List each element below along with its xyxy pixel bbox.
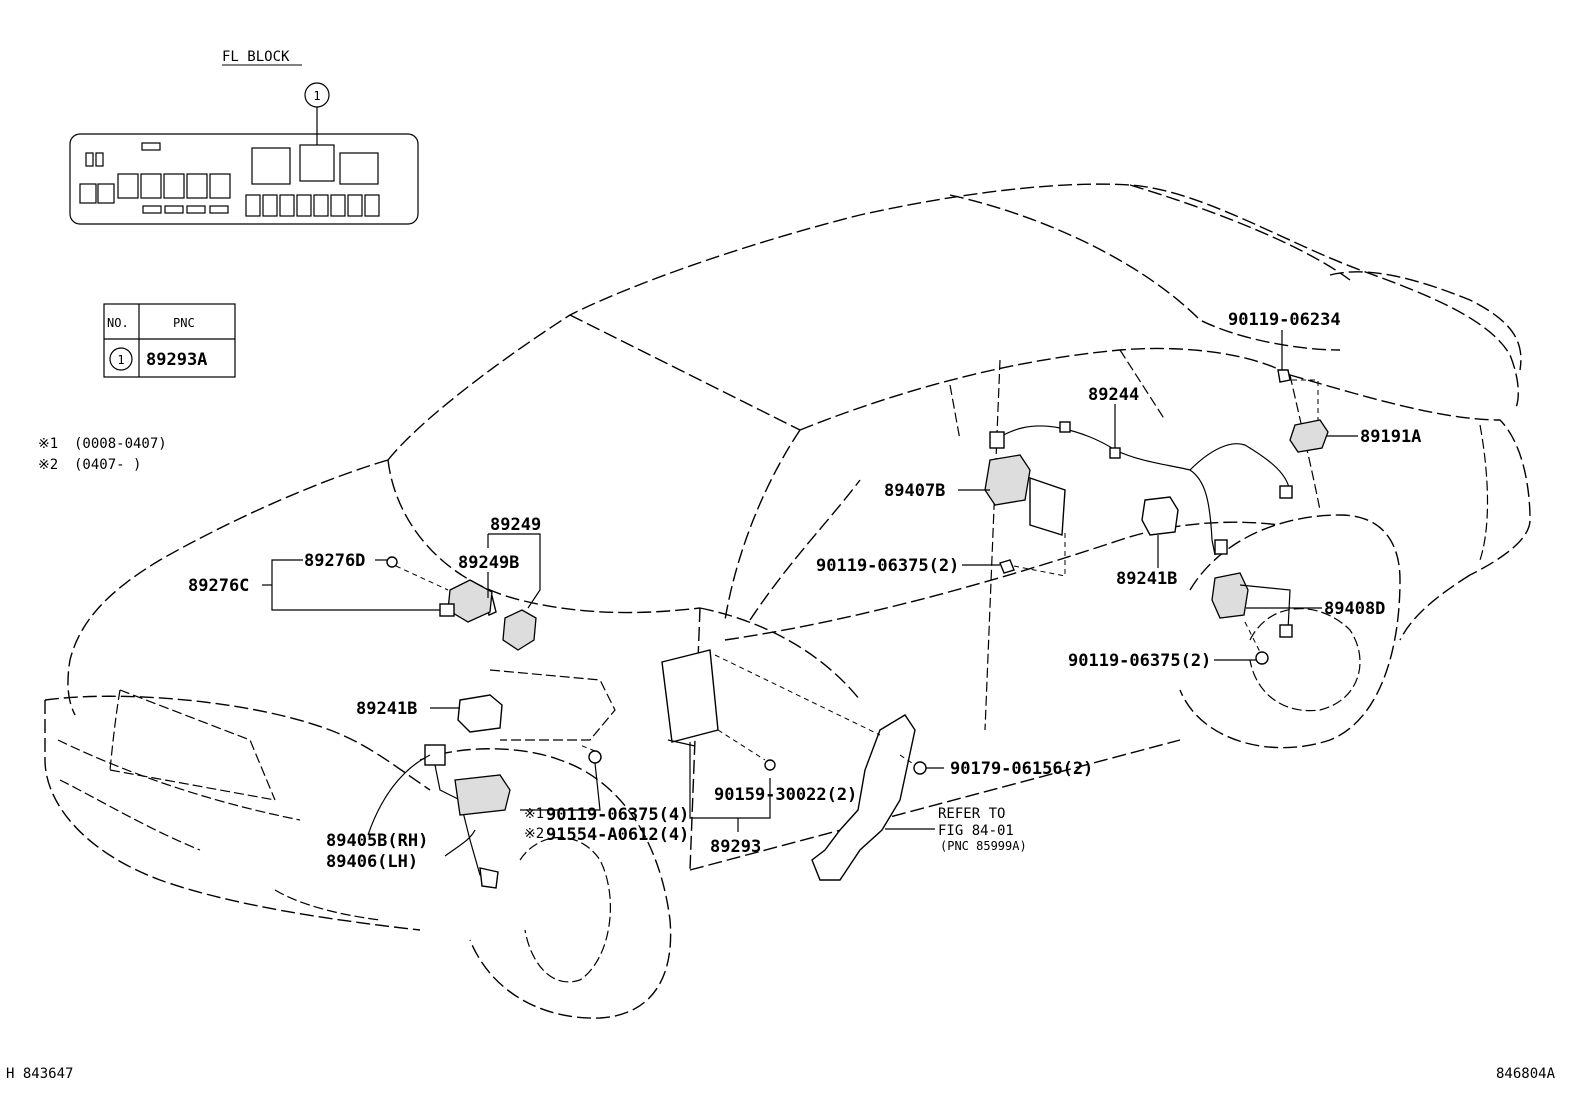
callout-number: 1 xyxy=(313,89,320,103)
part-89408d-height-sensor xyxy=(1211,572,1293,638)
part-89244-harness xyxy=(994,421,1293,556)
label-bolt-mid: 90119-06375(2) xyxy=(816,556,959,576)
label-89249b: 89249B xyxy=(458,553,519,573)
table-cell-pnc: 89293A xyxy=(146,350,207,370)
part-89405b-height-sensor xyxy=(424,744,511,889)
label-mark-1: ※1 xyxy=(524,806,544,822)
part-90159-bolt xyxy=(764,759,776,771)
part-89241b-front-relay xyxy=(457,669,616,741)
label-89405b: 89405B(RH) xyxy=(326,831,428,851)
label-89276c: 89276C xyxy=(188,576,249,596)
note-mark-2: ※2 xyxy=(38,457,58,473)
label-mark-2: ※2 xyxy=(524,826,544,842)
label-89241b-front: 89241B xyxy=(356,699,417,719)
footer-right-code: 846804A xyxy=(1496,1066,1556,1082)
label-90179: 90179-06156(2) xyxy=(950,759,1093,779)
part-89276c-switch xyxy=(439,579,493,623)
fl-block-inset: FL BLOCK 1 xyxy=(69,49,419,225)
note-text-1: (0008-0407) xyxy=(74,436,167,452)
label-89249: 89249 xyxy=(490,515,541,535)
label-refer-2: FIG 84-01 xyxy=(938,823,1014,839)
pnc-table: NO. PNC 1 89293A xyxy=(103,303,236,378)
label-89241b-rear: 89241B xyxy=(1116,569,1177,589)
notes: ※1 (0008-0407) ※2 (0407- ) xyxy=(38,436,167,473)
part-bolt-front xyxy=(588,750,602,764)
leader-lines xyxy=(262,330,1358,857)
label-90159: 90159-30022(2) xyxy=(714,785,857,805)
table-header-pnc: PNC xyxy=(173,316,195,330)
part-89293-ecu xyxy=(661,649,719,747)
label-refer-3: (PNC 85999A) xyxy=(940,839,1027,853)
table-header-no: NO. xyxy=(107,316,129,330)
footer-left-code: H 843647 xyxy=(6,1066,73,1082)
part-89276d-clip xyxy=(386,556,398,568)
label-89406: 89406(LH) xyxy=(326,852,418,872)
fuse-block-outline xyxy=(69,133,419,225)
note-mark-1: ※1 xyxy=(38,436,58,452)
car-outline xyxy=(44,183,1531,1019)
label-bolt-rear: 90119-06375(2) xyxy=(1068,651,1211,671)
label-89276d: 89276D xyxy=(304,551,365,571)
part-bracket-85999a xyxy=(811,714,916,881)
label-bolt-front-1: 90119-06375(4) xyxy=(546,805,689,825)
part-bolt-mid xyxy=(999,559,1015,574)
part-90179-nut xyxy=(913,761,927,775)
label-89244: 89244 xyxy=(1088,385,1139,405)
part-89241b-rear-relay xyxy=(1141,496,1179,536)
part-90119-06234-bolt xyxy=(1277,369,1291,383)
label-refer-1: REFER TO xyxy=(938,806,1005,822)
label-89407b: 89407B xyxy=(884,481,945,501)
table-cell-no: 1 xyxy=(117,353,124,367)
label-90119-06234: 90119-06234 xyxy=(1228,310,1341,330)
fl-block-title: FL BLOCK xyxy=(222,49,290,65)
label-bolt-front-2: 91554-A0612(4) xyxy=(546,825,689,845)
part-89191a-sensor xyxy=(1289,419,1329,453)
part-bolt-rear xyxy=(1255,651,1269,665)
part-89407b-sensor xyxy=(984,431,1066,536)
label-89293: 89293 xyxy=(710,837,761,857)
label-89191a: 89191A xyxy=(1360,427,1421,447)
part-labels: 89249 89276D 89249B 89276C 89241B 89405B… xyxy=(188,310,1421,872)
part-89249-switch xyxy=(502,609,537,651)
relay-89293a xyxy=(299,144,335,182)
note-text-2: (0407- ) xyxy=(74,457,141,473)
label-89408d: 89408D xyxy=(1324,599,1385,619)
